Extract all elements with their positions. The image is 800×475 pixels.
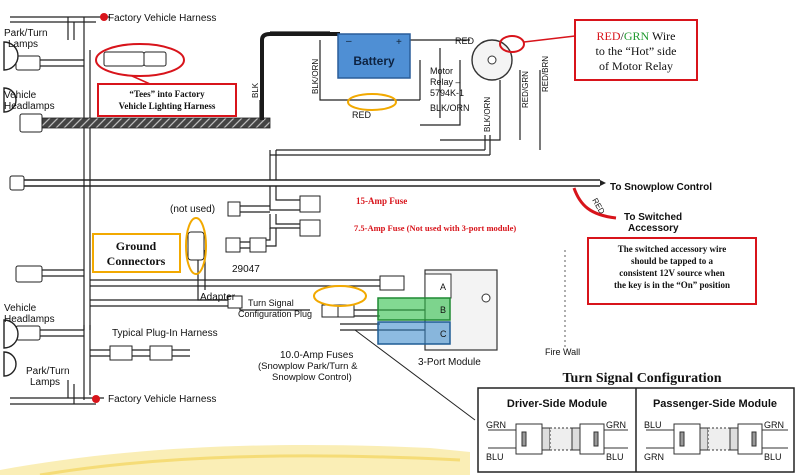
battery-label: Battery	[353, 54, 395, 68]
lamps-top-label: Lamps	[8, 39, 38, 50]
battery-minus-icon: –	[346, 36, 352, 47]
ground-callout-line-1: Ground	[116, 239, 157, 253]
port-b-label: B	[440, 305, 446, 315]
hot-callout-line-3: of Motor Relay	[599, 59, 673, 73]
red-grn-label: RED/GRN	[521, 71, 530, 108]
not-used-label: (not used)	[170, 204, 215, 215]
yellow-swoosh-decoration	[0, 444, 470, 475]
switched-callout-line-1: The switched accessory wire	[618, 244, 727, 254]
fuse-7-5-label: 7.5-Amp Fuse (Not used with 3-port modul…	[354, 223, 516, 233]
passenger-plug-drawing	[646, 423, 788, 455]
relay-hot-highlight-ellipse	[499, 35, 525, 53]
blk-label: BLK	[251, 82, 260, 98]
passenger-side-title: Passenger-Side Module	[653, 398, 777, 410]
driver-left-bottom-wire: BLU	[486, 452, 504, 462]
port-b-green	[377, 297, 451, 321]
fuse-15-label: 15-Amp Fuse	[356, 196, 407, 206]
fuses-10-label-2: (Snowplow Park/Turn &	[258, 361, 358, 372]
vehicle-top-label: Vehicle	[4, 90, 37, 101]
tees-callout-line-2: Vehicle Lighting Harness	[119, 101, 216, 111]
part-29047-label: 29047	[232, 264, 260, 275]
to-switched-label-2: Accessory	[628, 223, 679, 234]
blk-orn-vertical-label: BLK/ORN	[483, 97, 492, 132]
braided-harness	[39, 117, 271, 129]
adapter-label: Adapter	[200, 292, 236, 303]
turn-signal-config-title: Turn Signal Configuration	[563, 371, 722, 386]
red-brn-label: RED/BRN	[541, 56, 550, 92]
blk-battery-cable	[260, 32, 340, 120]
tees-callout-box	[97, 83, 237, 117]
plug-in-harness-label: Typical Plug-In Harness	[112, 328, 218, 339]
fuses-10-label-1: 10.0-Amp Fuses	[280, 350, 353, 361]
factory-harness-top-label: Factory Vehicle Harness	[108, 13, 216, 24]
switched-callout-line-4: the key is in the “On” position	[614, 280, 730, 290]
red-mid-label: RED	[352, 110, 372, 120]
turn-signal-config-panel: Turn Signal Configuration Driver-Side Mo…	[477, 371, 795, 473]
switched-callout-line-2: should be tapped to a	[631, 256, 714, 266]
passenger-left-bottom-wire: GRN	[644, 452, 664, 462]
config-plug-highlight-ellipse	[313, 285, 367, 307]
passenger-left-top-wire: BLU	[644, 420, 662, 430]
hot-callout-box	[574, 19, 698, 81]
blk-orn-label: BLK/ORN	[311, 59, 320, 94]
lamps-bottom-label: Lamps	[30, 377, 60, 388]
port-c-blue	[377, 321, 451, 345]
driver-right-top-wire: GRN	[606, 420, 626, 430]
headlamps-bottom-label: Headlamps	[4, 314, 55, 325]
port-c-label: C	[440, 329, 447, 339]
turn-signal-plug-label-1: Turn Signal	[248, 298, 294, 308]
driver-side-title: Driver-Side Module	[507, 398, 607, 410]
battery-plus-icon: +	[396, 37, 402, 48]
lamp-icons	[3, 41, 19, 377]
port-a-label: A	[440, 282, 446, 292]
passenger-right-top-wire: GRN	[764, 420, 784, 430]
to-snowplow-label: To Snowplow Control	[610, 182, 712, 193]
switched-callout-line-3: consistent 12V source when	[619, 268, 724, 278]
motor-relay-label-3: 5794K-1	[430, 88, 464, 98]
ground-callout-line-2: Connectors	[107, 254, 166, 268]
relay-hot-leader	[523, 35, 576, 43]
park-turn-top-label: Park/Turn	[4, 28, 48, 39]
tees-leader	[131, 75, 151, 85]
tees-callout-line-1: “Tees” into Factory	[129, 89, 205, 99]
motor-relay-label-2: Relay –	[430, 77, 461, 87]
hot-callout-line-1: RED/GRN Wire	[597, 29, 676, 43]
hot-callout-line-2: to the “Hot” side	[596, 44, 677, 58]
fire-wall-label: Fire Wall	[545, 347, 580, 357]
driver-left-top-wire: GRN	[486, 420, 506, 430]
turn-signal-plug-label-2: Configuration Plug	[238, 309, 312, 319]
vehicle-bottom-label: Vehicle	[4, 303, 37, 314]
switched-callout-box	[587, 237, 757, 305]
tees-highlight-ellipse	[95, 43, 185, 77]
motor-relay-label-1: Motor	[430, 66, 453, 76]
mount-hole-icon	[481, 293, 491, 303]
red-wire-highlight-ellipse	[347, 93, 397, 111]
red-top-label: RED	[455, 36, 475, 46]
battery-box	[337, 33, 411, 79]
park-turn-bottom-label: Park/Turn	[26, 366, 70, 377]
headlamps-top-label: Headlamps	[4, 101, 55, 112]
driver-plug-drawing	[488, 423, 628, 455]
switched-accessory-red-wire	[572, 187, 617, 220]
connectors	[9, 51, 405, 361]
passenger-right-bottom-wire: BLU	[764, 452, 782, 462]
relay-terminal-icon	[487, 55, 497, 65]
to-switched-label-1: To Switched	[624, 212, 682, 223]
port-a-slot	[424, 273, 452, 299]
junction-dots	[92, 13, 108, 403]
driver-right-bottom-wire: BLU	[606, 452, 624, 462]
blk-orn-lower-label: BLK/ORN	[430, 103, 470, 113]
factory-harness-bottom-label: Factory Vehicle Harness	[108, 394, 216, 405]
ground-callout-box	[92, 233, 181, 273]
swoosh-stroke	[39, 454, 461, 475]
ground-highlight-ellipse	[185, 217, 207, 275]
fuses-10-label-3: Snowplow Control)	[272, 372, 352, 383]
three-port-module-label: 3-Port Module	[418, 357, 481, 368]
snowplow-arrow-icon	[600, 180, 606, 186]
